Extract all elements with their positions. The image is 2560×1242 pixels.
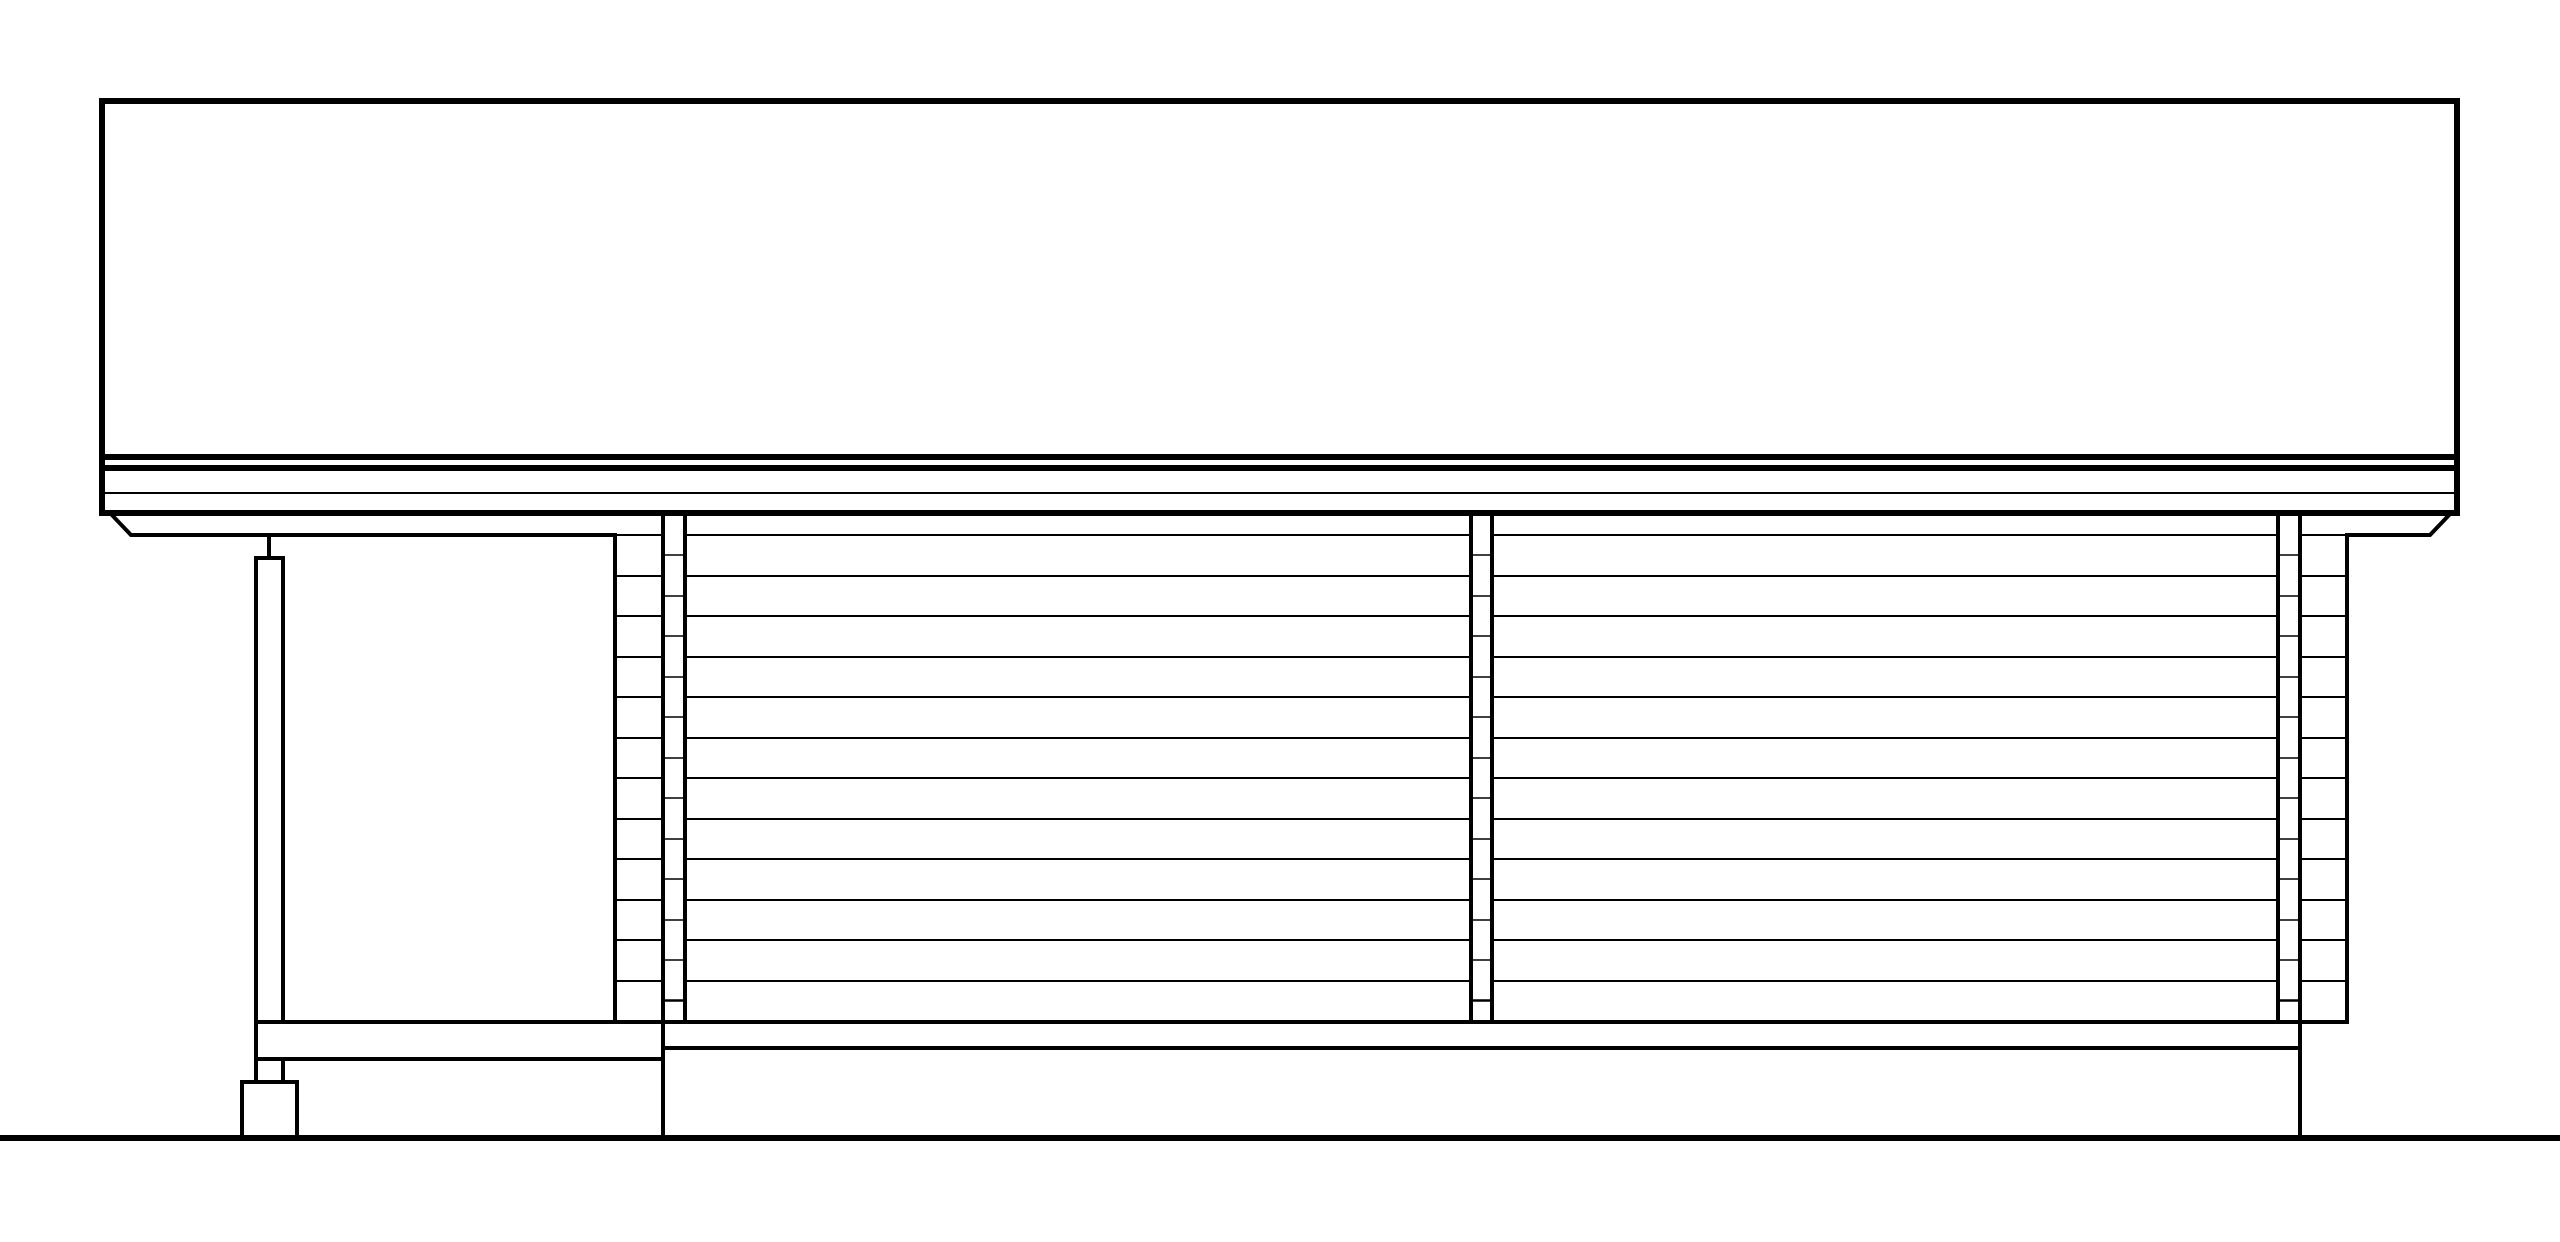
corner-post-right bbox=[2276, 511, 2302, 1140]
soffit bbox=[107, 510, 2454, 537]
porch bbox=[240, 533, 665, 1140]
wall-cladding bbox=[614, 534, 2348, 1002]
porch-footing bbox=[240, 1080, 299, 1140]
wall-frame bbox=[613, 533, 2349, 1024]
parapet-outline bbox=[99, 98, 2460, 460]
soffit-right bbox=[2345, 510, 2454, 537]
corner-post-left bbox=[661, 511, 687, 1140]
roof-parapet bbox=[99, 98, 2460, 516]
porch-post bbox=[254, 556, 285, 1024]
soffit-left bbox=[107, 510, 617, 537]
corner-post-middle bbox=[1469, 511, 1494, 1024]
